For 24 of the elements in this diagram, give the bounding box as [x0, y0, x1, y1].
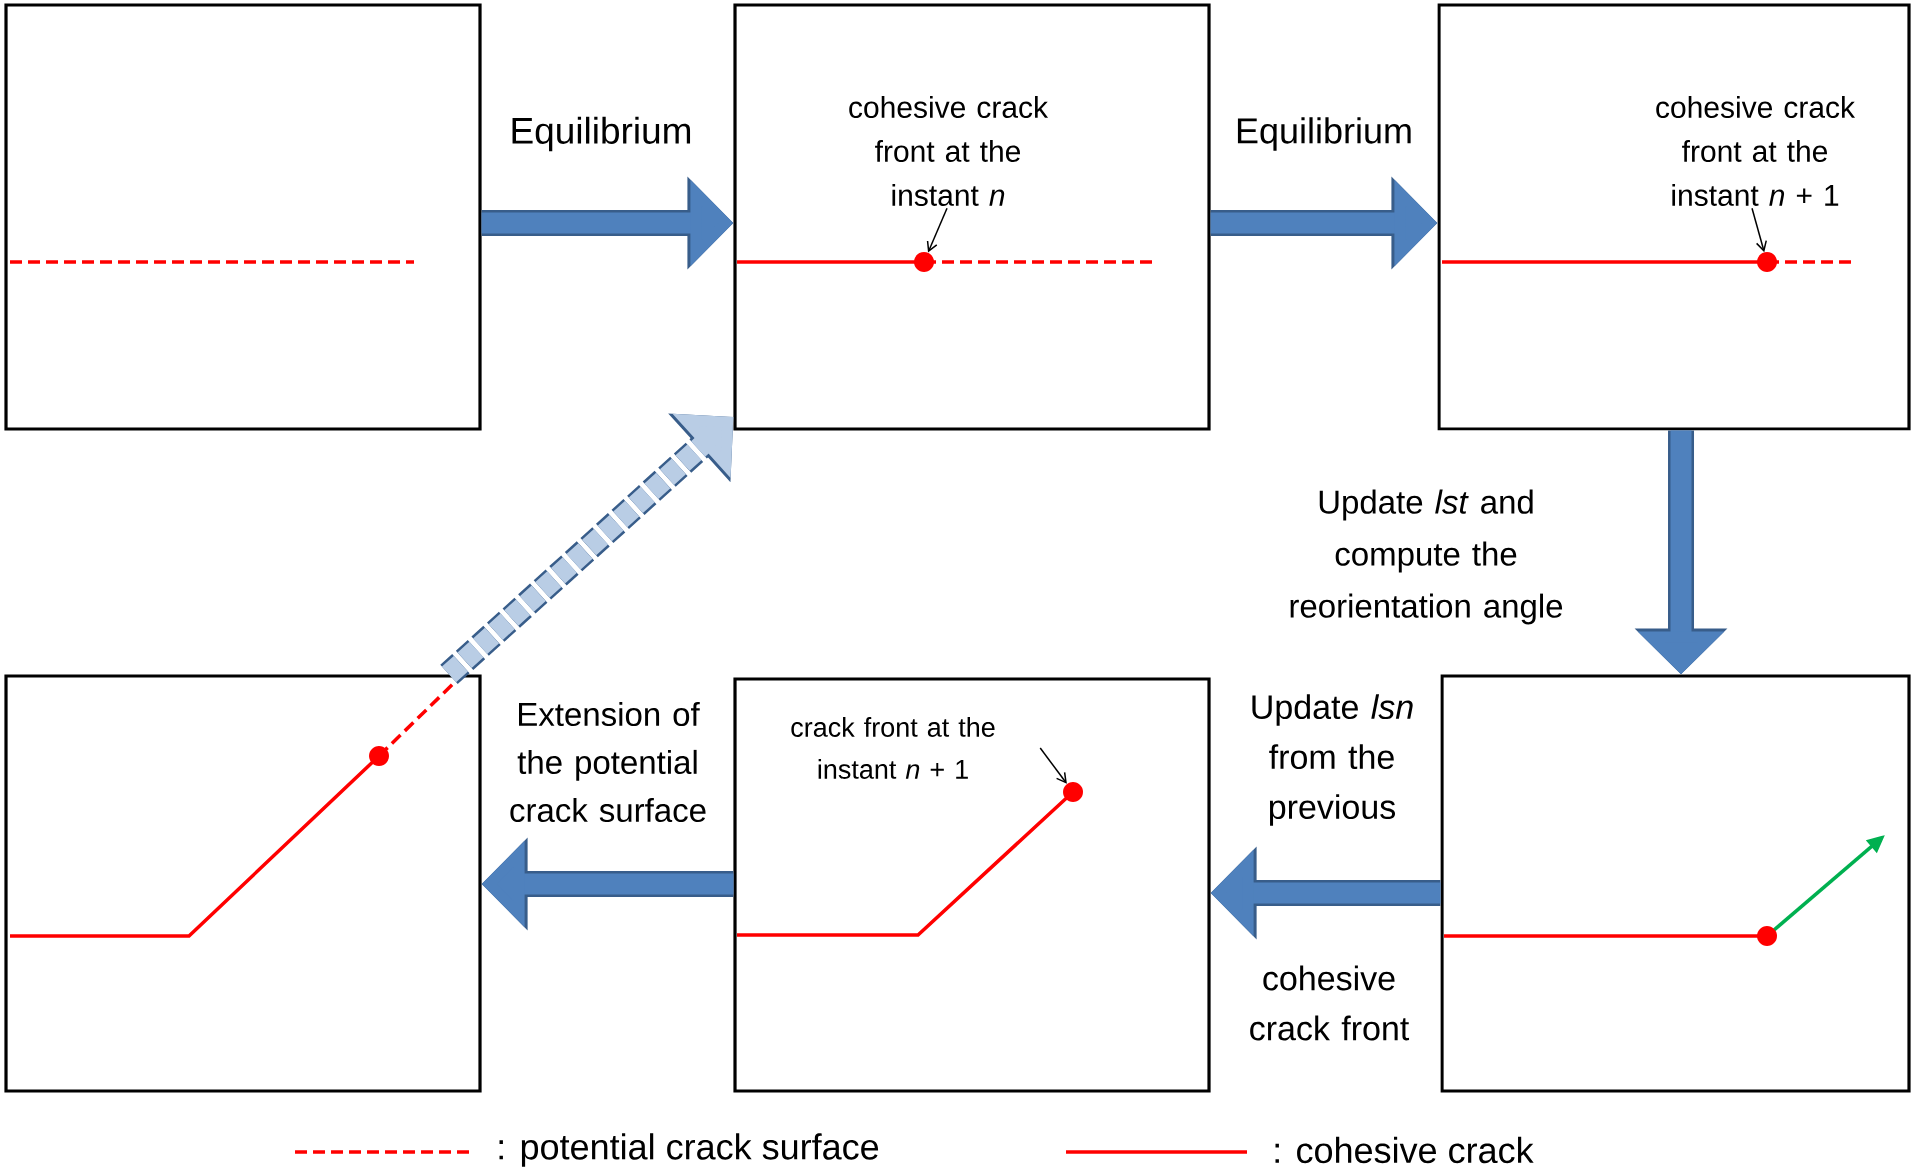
panel-box: [733, 3, 1211, 431]
arrow-label: Update lst and compute the reorientation angle: [1290, 489, 1563, 625]
panel-box: [733, 677, 1211, 1093]
leader-arrow: [1039, 747, 1067, 784]
crack-tip-dot: [1757, 252, 1777, 272]
arrow-label: Extension of the potential crack surface: [510, 701, 706, 823]
crack-tip-dot: [914, 252, 934, 272]
annotation-text: cohesive crack front at the instant n: [849, 96, 1049, 206]
leader-arrow: [1751, 207, 1767, 253]
leader-arrow: [926, 207, 948, 253]
panel-box: [1437, 3, 1911, 431]
arrow-label: cohesive crack front: [1250, 965, 1410, 1041]
annotation-text: crack front at the instant n + 1: [791, 717, 995, 779]
arrow-label: Equilibrium: [1237, 117, 1411, 151]
arrow-label: Equilibrium: [512, 116, 691, 152]
panel-box: [4, 3, 482, 431]
block-arrow: [440, 413, 734, 685]
annotation-text: cohesive crack front at the instant n + 1: [1656, 96, 1856, 206]
panel-box: [4, 674, 482, 1093]
arrow-label: Update lsn from the previous: [1252, 694, 1413, 826]
legend-text: : cohesive crack: [1275, 1136, 1534, 1164]
legend-text: : potential crack surface: [499, 1133, 879, 1167]
crack-tip-dot: [1063, 782, 1083, 802]
panel-box: [1440, 674, 1911, 1093]
